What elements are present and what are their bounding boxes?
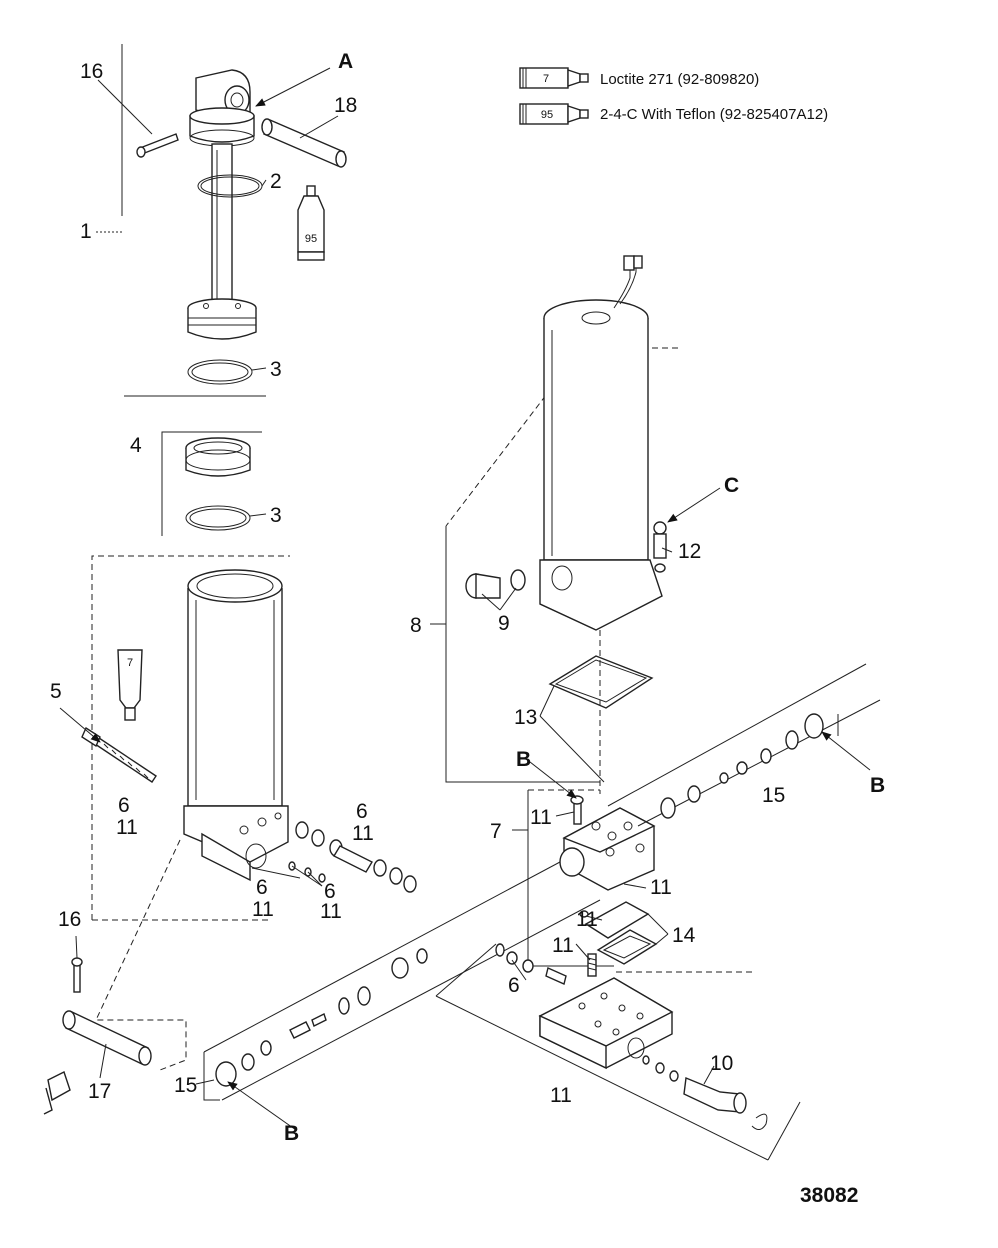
loctite-tube-7-left: 7 xyxy=(117,649,143,721)
manifold-15-left xyxy=(203,861,601,1101)
label-13: 13 xyxy=(514,706,537,729)
label-6-left: 6 xyxy=(118,794,130,817)
o-ring-3-lower xyxy=(185,505,251,531)
label-11-pump: 11 xyxy=(530,806,552,829)
tube-95-icon: 95 xyxy=(519,103,589,125)
label-3-upper: 3 xyxy=(270,358,282,381)
label-18: 18 xyxy=(334,94,357,117)
pivot-pin-17 xyxy=(62,1010,152,1066)
tube-95-label: 95 xyxy=(305,233,317,245)
spring-11 xyxy=(587,953,597,977)
label-16-lower: 16 xyxy=(58,908,81,931)
screw-16-lower xyxy=(71,957,83,993)
figure-number: 38082 xyxy=(800,1184,858,1207)
parts-12 xyxy=(653,521,667,573)
label-12: 12 xyxy=(678,540,701,563)
manifold-15-right xyxy=(607,663,881,827)
pivot-pin-18 xyxy=(261,118,347,168)
tube-7-code: 7 xyxy=(543,73,549,85)
legend-loctite-text: Loctite 271 (92-809820) xyxy=(600,71,759,88)
legend-loctite: 7 Loctite 271 (92-809820) xyxy=(519,67,759,89)
tube-7-icon: 7 xyxy=(519,67,589,89)
valve-parts-6-11 xyxy=(288,821,417,893)
label-11-spring: 11 xyxy=(552,934,574,957)
label-14: 14 xyxy=(672,924,696,947)
legend-2-4-c: 95 2-4-C With Teflon (92-825407A12) xyxy=(519,103,828,125)
label-1: 1 xyxy=(80,220,92,243)
pump-motor-assembly-8 xyxy=(445,255,680,783)
label-10: 10 xyxy=(710,1052,733,1075)
label-4: 4 xyxy=(130,434,142,457)
grease-tube-95: 95 xyxy=(297,185,325,261)
valve-10 xyxy=(642,1055,768,1130)
label-11-left: 11 xyxy=(116,816,138,839)
label-11-filter: 11 xyxy=(576,908,598,931)
ref-b-pump: B xyxy=(516,748,531,771)
ref-c: C xyxy=(724,474,739,497)
ref-b-right: B xyxy=(870,774,885,797)
label-11-mid: 11 xyxy=(252,898,274,921)
piston-assembly-4 xyxy=(161,431,262,536)
label-17: 17 xyxy=(88,1080,111,1103)
callout-labels: A C B B B 16 2 18 1 3 4 3 5 6 11 6 11 6 … xyxy=(50,50,885,1145)
label-15-left: 15 xyxy=(174,1074,197,1097)
ref-a: A xyxy=(338,50,353,73)
label-5: 5 xyxy=(50,680,62,703)
label-11-mid2: 11 xyxy=(320,900,342,923)
label-11-body: 11 xyxy=(650,876,672,899)
label-9: 9 xyxy=(498,612,510,635)
filter-14 xyxy=(579,901,658,965)
tube-95-code: 95 xyxy=(541,109,553,121)
label-15-right: 15 xyxy=(762,784,785,807)
legend-2-4-c-text: 2-4-C With Teflon (92-825407A12) xyxy=(600,106,828,123)
label-6-mid2: 6 xyxy=(324,880,336,903)
label-6-plate: 6 xyxy=(508,974,520,997)
grease-tube-tip xyxy=(43,1071,71,1115)
label-11-plate: 11 xyxy=(550,1084,572,1107)
label-16-top: 16 xyxy=(80,60,103,83)
o-ring-3-upper xyxy=(187,359,253,385)
label-6-right: 6 xyxy=(356,800,368,823)
screw-16-top xyxy=(136,133,179,158)
leader-lines xyxy=(59,67,871,1131)
cylinder-body xyxy=(91,555,290,921)
tube-7-label: 7 xyxy=(127,657,133,669)
base-plate xyxy=(435,943,801,1161)
fitting-9 xyxy=(465,569,526,599)
label-8: 8 xyxy=(410,614,422,637)
label-3-lower: 3 xyxy=(270,504,282,527)
label-7: 7 xyxy=(490,820,502,843)
cylinder-rod-assembly xyxy=(121,44,266,397)
label-6-mid: 6 xyxy=(256,876,268,899)
gasket-13 xyxy=(548,630,654,794)
label-2: 2 xyxy=(270,170,282,193)
ref-b-left: B xyxy=(284,1122,299,1145)
label-11-right: 11 xyxy=(352,822,374,845)
